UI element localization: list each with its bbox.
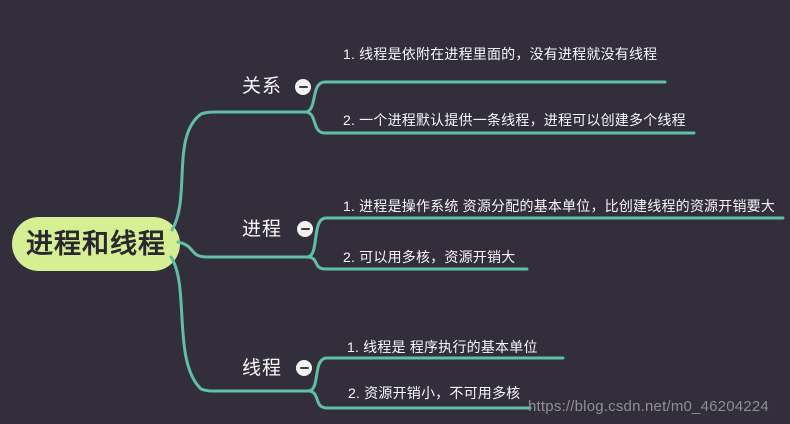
collapse-minus-icon[interactable] [297,221,313,237]
connector-process-to-child2 [305,255,529,271]
connector-root-to-process [176,240,309,259]
connector-root-to-thread [169,255,310,393]
connector-relation-to-child1 [303,80,667,114]
watermark-url: https://blog.csdn.net/m0_46204224 [528,398,769,415]
connector-process-to-child1 [305,216,785,259]
leaf-node[interactable]: 1. 进程是操作系统 资源分配的基本单位，比创建线程的资源开销要大 [343,198,776,214]
collapse-minus-icon[interactable] [295,79,311,95]
connector-relation-to-child2 [303,110,696,135]
connector-thread-to-child1 [306,356,565,393]
branch-node-thread[interactable]: 线程 [242,358,283,379]
connector-thread-to-child2 [306,389,532,410]
branch-node-process[interactable]: 进程 [242,219,283,240]
leaf-node[interactable]: 2. 可以用多核，资源开销大 [343,249,516,265]
minus-glyph [299,366,309,370]
root-node-label: 进程和线程 [26,228,166,259]
branch-node-relation[interactable]: 关系 [242,76,283,97]
connector-root-to-relation [170,110,307,232]
leaf-node[interactable]: 1. 线程是 程序执行的基本单位 [347,339,538,355]
collapse-minus-icon[interactable] [296,360,312,376]
leaf-node[interactable]: 1. 线程是依附在进程里面的，没有进程就没有线程 [343,46,658,62]
leaf-node[interactable]: 2. 一个进程默认提供一条线程，进程可以创建多个线程 [343,112,686,128]
minus-glyph [300,227,310,231]
minus-glyph [298,85,308,89]
leaf-node[interactable]: 2. 资源开销小，不可用多核 [348,385,521,401]
root-node[interactable]: 进程和线程 [12,217,180,271]
